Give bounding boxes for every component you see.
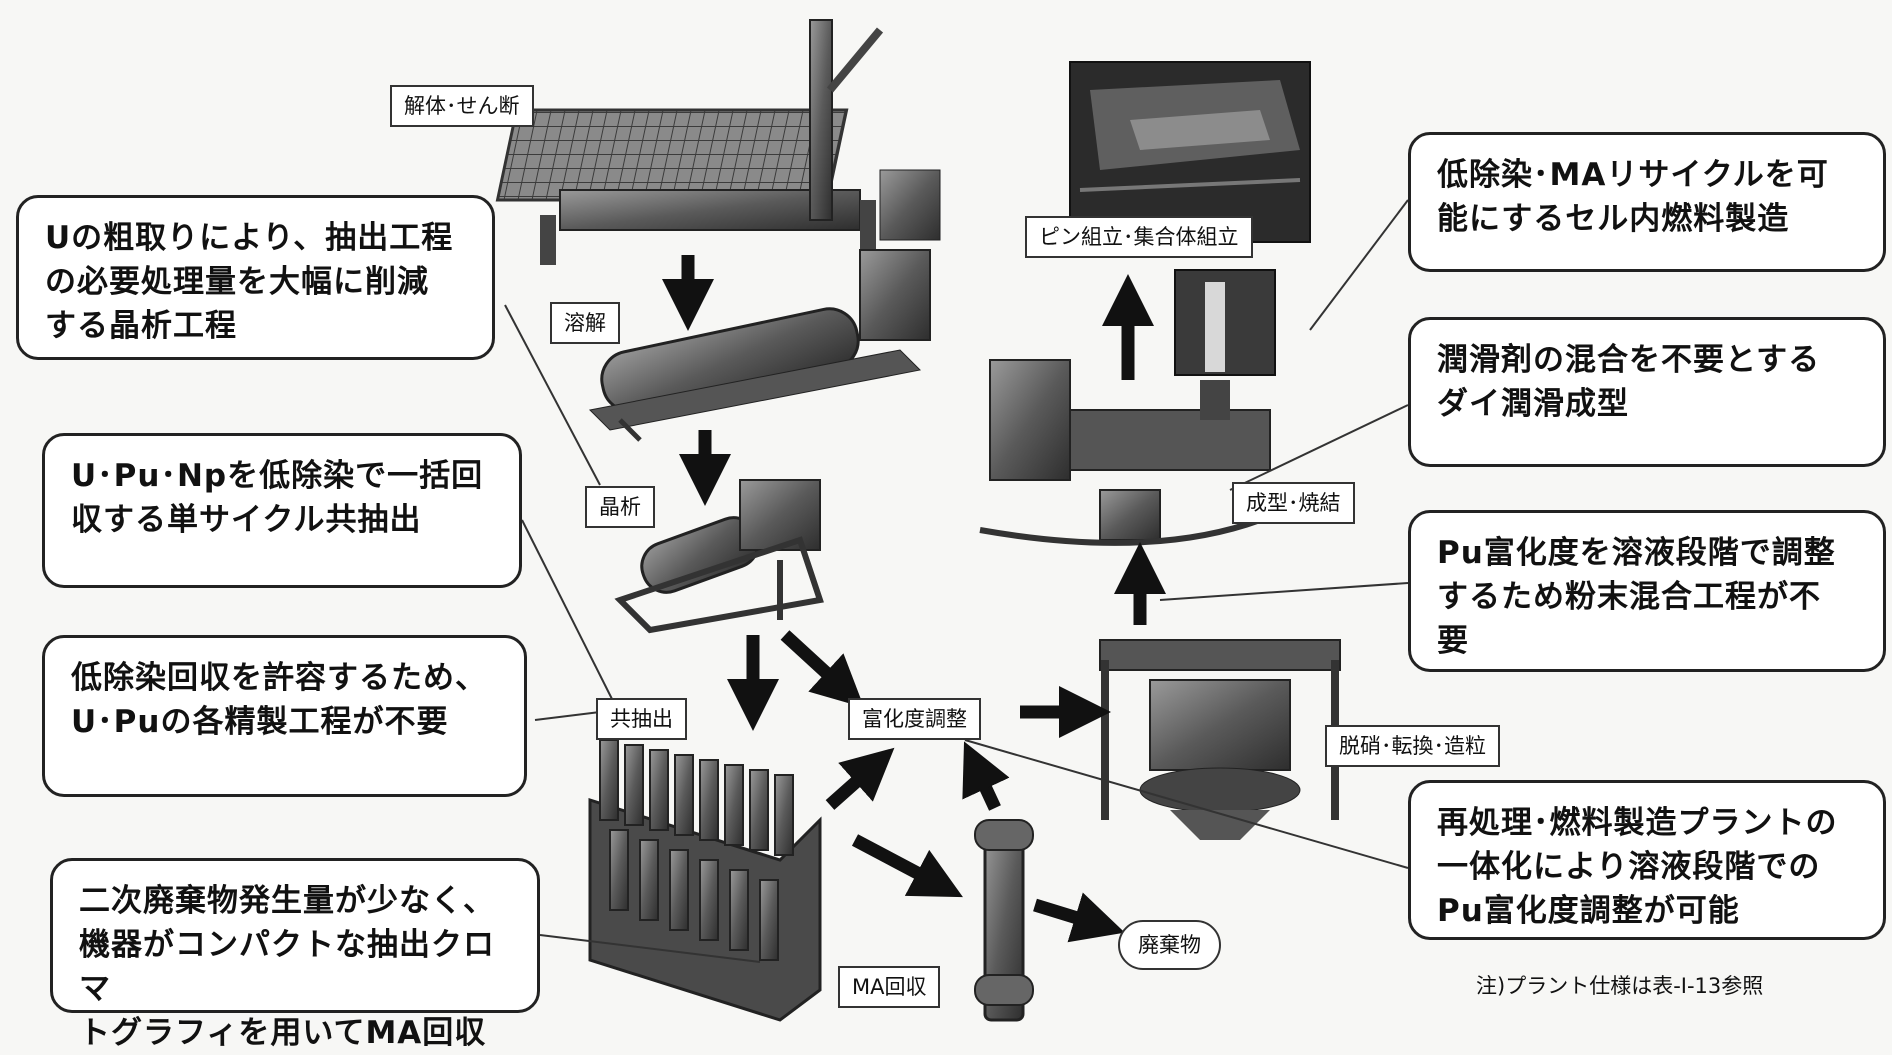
label-waste: 廃棄物 [1118, 920, 1221, 970]
label-pin-assembly: ピン組立･集合体組立 [1025, 216, 1253, 258]
label-dissolution: 溶解 [550, 302, 620, 344]
label-ma-recovery: MA回収 [838, 966, 940, 1008]
fuel-assembly-photo [1070, 62, 1310, 242]
label-pressing-sintering: 成型･焼結 [1232, 482, 1355, 524]
ma-recovery-column-illustration [975, 820, 1033, 1020]
callout-low-decontamination: 低除染回収を許容するため、 U･Puの各精製工程が不要 [42, 635, 527, 797]
label-crystallization: 晶析 [585, 486, 655, 528]
callout-pu-solution-adjustment: Pu富化度を溶液段階で調整 するため粉末混合工程が不 要 [1408, 510, 1886, 672]
label-enrichment-adjustment: 富化度調整 [848, 698, 981, 740]
denitration-unit-illustration [1100, 640, 1340, 840]
label-denitration-conversion-granulation: 脱硝･転換･造粒 [1325, 725, 1500, 767]
dissolver-illustration [590, 250, 930, 440]
label-disassembly-shearing: 解体･せん断 [390, 85, 534, 127]
callout-ma-recovery: 二次廃棄物発生量が少なく、 機器がコンパクトな抽出クロマ トグラフィを用いてMA… [50, 858, 540, 1013]
label-coextraction: 共抽出 [596, 698, 687, 740]
fuel-pellet-illustration [1175, 270, 1275, 375]
shearing-machine-illustration [497, 20, 940, 265]
callout-plant-integration: 再処理･燃料製造プラントの 一体化により溶液段階での Pu富化度調整が可能 [1408, 780, 1886, 940]
callout-coextraction: U･Pu･Npを低除染で一括回 収する単サイクル共抽出 [42, 433, 522, 588]
callout-in-cell-fabrication: 低除染･MAリサイクルを可 能にするセル内燃料製造 [1408, 132, 1886, 272]
callout-crystallization: Uの粗取りにより、抽出工程 の必要処理量を大幅に削減 する晶析工程 [16, 195, 495, 360]
pressing-sintering-illustration [980, 360, 1270, 543]
footnote: 注)プラント仕様は表-I-13参照 [1476, 970, 1763, 1000]
coextraction-columns-illustration [590, 740, 820, 1020]
callout-die-lubrication: 潤滑剤の混合を不要とする ダイ潤滑成型 [1408, 317, 1886, 467]
